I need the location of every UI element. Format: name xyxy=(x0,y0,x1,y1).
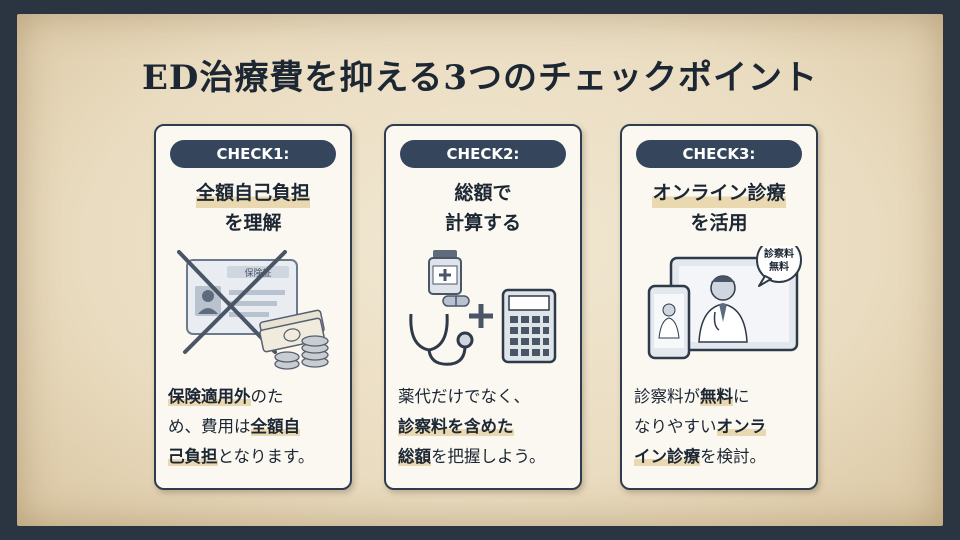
speech-bubble-icon: 診察料 無料 xyxy=(756,246,802,287)
capsule-icon xyxy=(442,295,470,307)
bubble-text-line-1: 診察料 xyxy=(764,247,794,260)
card-description: 保険適用外のた め、費用は全額自 己負担となります。 xyxy=(168,382,342,472)
card-description: 診察料が無料に なりやすいオンラ イン診療を検討。 xyxy=(634,382,808,472)
check-card-3: CHECK3: オンライン診療 を活用 診察料 無料 診察料 xyxy=(620,124,818,490)
heading-line-2: を理解 xyxy=(224,212,282,234)
check-label: CHECK3: xyxy=(636,140,802,168)
calculator-icon xyxy=(501,288,557,364)
desc-segment: 薬代だけでなく、 xyxy=(398,387,530,406)
desc-segment: に xyxy=(733,387,750,406)
card-heading: 総額で 計算する xyxy=(386,178,580,238)
heading-line-1: オンライン診療 xyxy=(652,178,786,208)
desc-segment: 無料 xyxy=(700,387,733,406)
doctor-icon xyxy=(698,275,748,343)
card-heading: オンライン診療 を活用 xyxy=(622,178,816,238)
money-stack-icon xyxy=(259,309,325,353)
heading-line-2: を活用 xyxy=(690,212,748,234)
desc-segment: 己負担 xyxy=(168,447,218,466)
insurance-card-crossed-illustration: 保険証 xyxy=(177,250,329,370)
desc-segment: なりやすい xyxy=(634,417,717,436)
pill-bottle-icon xyxy=(428,250,462,295)
desc-segment: め、費用は xyxy=(168,417,251,436)
coins-icon xyxy=(274,335,329,370)
card-description: 薬代だけでなく、 診察料を含めた 総額を把握しよう。 xyxy=(398,382,572,472)
cross-mark-icon xyxy=(177,250,287,354)
card-heading: 全額自己負担 を理解 xyxy=(156,178,350,238)
desc-segment: 診察料を含めた xyxy=(398,417,514,436)
check-label: CHECK2: xyxy=(400,140,566,168)
medical-cost-illustration xyxy=(409,250,557,366)
desc-segment: 全額自 xyxy=(250,417,300,436)
smartphone-icon xyxy=(647,284,691,360)
check-label: CHECK1: xyxy=(170,140,336,168)
desc-segment: オンラ xyxy=(716,417,766,436)
stethoscope-icon xyxy=(409,313,474,366)
page-title: ED治療費を抑える3つのチェックポイント xyxy=(141,58,819,98)
desc-segment: のた xyxy=(250,387,284,406)
heading-line-2: 計算する xyxy=(444,212,521,234)
desc-segment: となります。 xyxy=(217,447,315,466)
desc-segment: 保険適用外 xyxy=(168,387,251,406)
desc-segment: を把握しよう。 xyxy=(431,447,546,466)
desc-segment: を検討。 xyxy=(700,447,766,466)
bubble-text-line-2: 無料 xyxy=(769,260,789,273)
desc-segment: 診察料が xyxy=(634,387,700,406)
check-card-2: CHECK2: 総額で 計算する xyxy=(384,124,582,490)
desc-segment: 総額 xyxy=(398,447,431,466)
heading-line-1: 総額で xyxy=(454,182,512,204)
check-card-1: CHECK1: 全額自己負担 を理解 保険証 xyxy=(154,124,352,490)
online-consultation-illustration: 診察料 無料 xyxy=(647,246,802,360)
desc-segment: イン診療 xyxy=(634,447,700,466)
heading-line-1: 全額自己負担 xyxy=(195,178,310,208)
plus-icon xyxy=(469,304,493,328)
